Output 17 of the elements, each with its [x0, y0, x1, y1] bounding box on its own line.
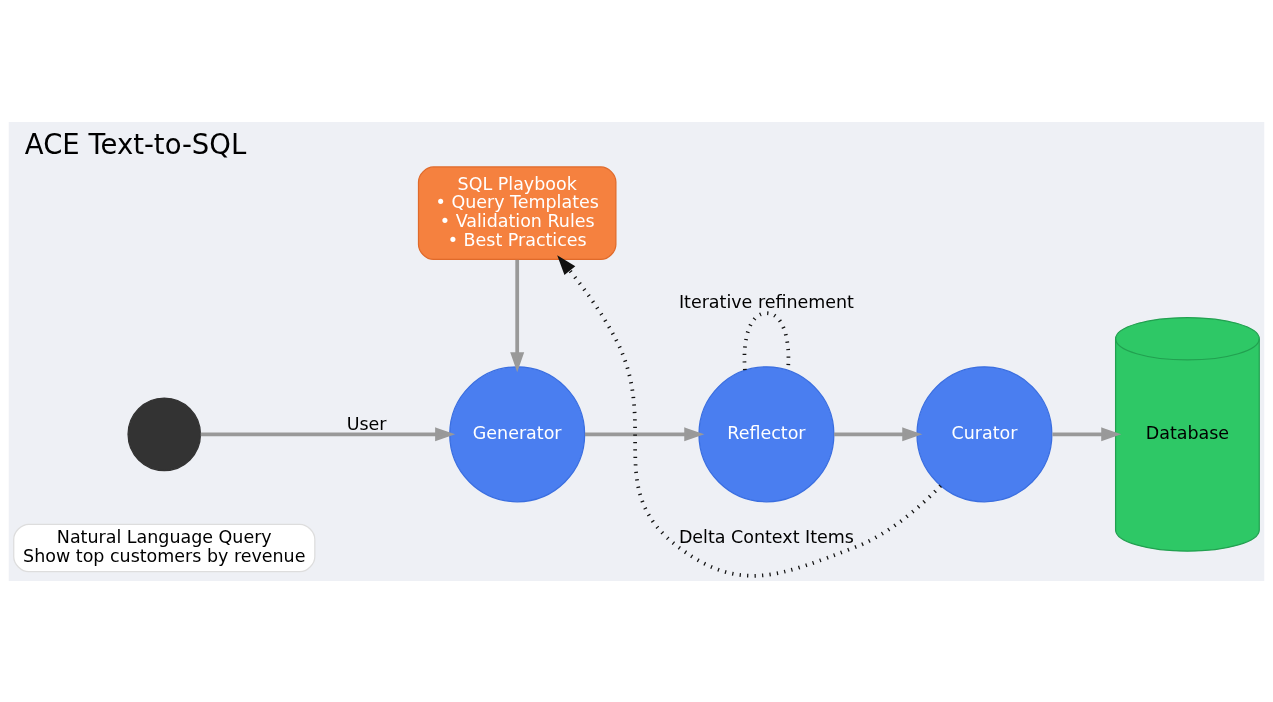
node-person	[127, 396, 202, 471]
node-circle: Generator	[449, 365, 586, 502]
edge-label: Iterative refinement	[678, 291, 854, 312]
arrow	[584, 426, 705, 441]
arrow	[557, 254, 942, 578]
node-box: Natural Language Query Show top customers by revenue	[13, 523, 316, 572]
connector	[742, 310, 791, 370]
diagram-title: ACE Text-to-SQL	[24, 127, 247, 160]
node-circle: Reflector	[698, 365, 835, 502]
arrow	[200, 426, 456, 441]
edge-label: User	[346, 413, 387, 434]
edge-label: Delta Context Items	[678, 526, 854, 547]
node-circle: Curator	[916, 365, 1053, 502]
node-box: SQL Playbook • Query Templates • Validation Rules • Best Practices	[417, 165, 617, 260]
arrow	[1052, 426, 1122, 441]
arrow	[834, 426, 923, 441]
arrow	[510, 259, 525, 372]
